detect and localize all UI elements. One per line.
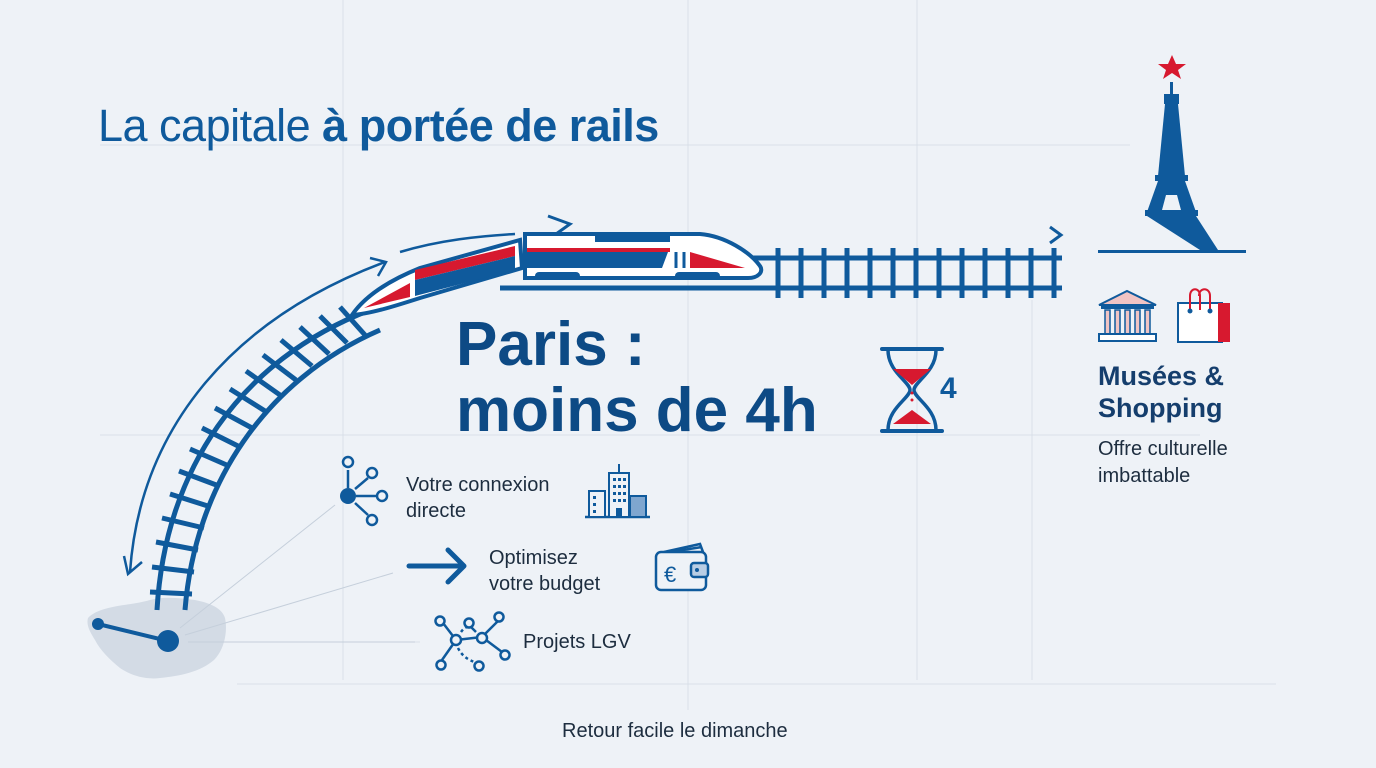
destination-title-line-2: Shopping <box>1098 393 1223 423</box>
feature-lgv-projects: Projets LGV <box>523 629 631 655</box>
destination-title: Musées & Shopping <box>1098 360 1224 424</box>
travel-time-headline: Paris : moins de 4h <box>456 312 818 444</box>
euro-wallet-icon: € <box>654 542 710 592</box>
destination-subtitle-line-2: imbattable <box>1098 465 1191 487</box>
destination-title-line-1: Musées & <box>1098 361 1225 391</box>
headline-line-2: moins de 4h <box>456 376 818 445</box>
shopping-bag-icon <box>1177 288 1230 343</box>
museum-icon <box>1098 289 1157 342</box>
page-title: La capitale à portée de rails <box>98 100 659 152</box>
feature-label-line-1: Votre connexion <box>406 474 550 496</box>
title-bold: à portée de rails <box>322 100 659 151</box>
feature-label-line-2: directe <box>406 500 467 522</box>
tgv-train-illustration <box>348 214 764 318</box>
feature-label-line-1: Projets LGV <box>523 631 631 653</box>
city-buildings-icon <box>585 464 650 519</box>
hourglass-superscript: 4 <box>940 372 957 405</box>
curved-journey-arrow <box>122 232 516 577</box>
straight-speed-arrow <box>740 225 1064 245</box>
feature-direct-connection: Votre connexion directe <box>406 472 549 524</box>
network-hub-icon <box>340 455 389 527</box>
network-graph-icon <box>434 611 511 672</box>
star-icon <box>1158 55 1186 79</box>
eiffel-tower-icon <box>1098 55 1246 253</box>
leader-lines <box>179 504 415 643</box>
svg-text:€: € <box>664 562 676 587</box>
hub-dot <box>157 630 179 652</box>
origin-dot <box>92 618 104 630</box>
footer-caption: Retour facile le dimanche <box>562 720 788 742</box>
curved-rail-track <box>149 305 381 611</box>
title-regular: La capitale <box>98 100 323 151</box>
headline-line-1: Paris : <box>456 310 646 379</box>
hourglass-icon <box>880 347 944 433</box>
arrow-right-icon <box>406 547 467 585</box>
destination-subtitle-line-1: Offre culturelle <box>1098 438 1228 460</box>
feature-optimize-budget: Optimisez votre budget <box>489 545 600 597</box>
brittany-region-map <box>87 597 226 679</box>
feature-label-line-2: votre budget <box>489 573 601 595</box>
background-grid <box>100 0 1276 710</box>
destination-subtitle: Offre culturelle imbattable <box>1098 436 1228 490</box>
feature-label-line-1: Optimisez <box>489 547 578 569</box>
